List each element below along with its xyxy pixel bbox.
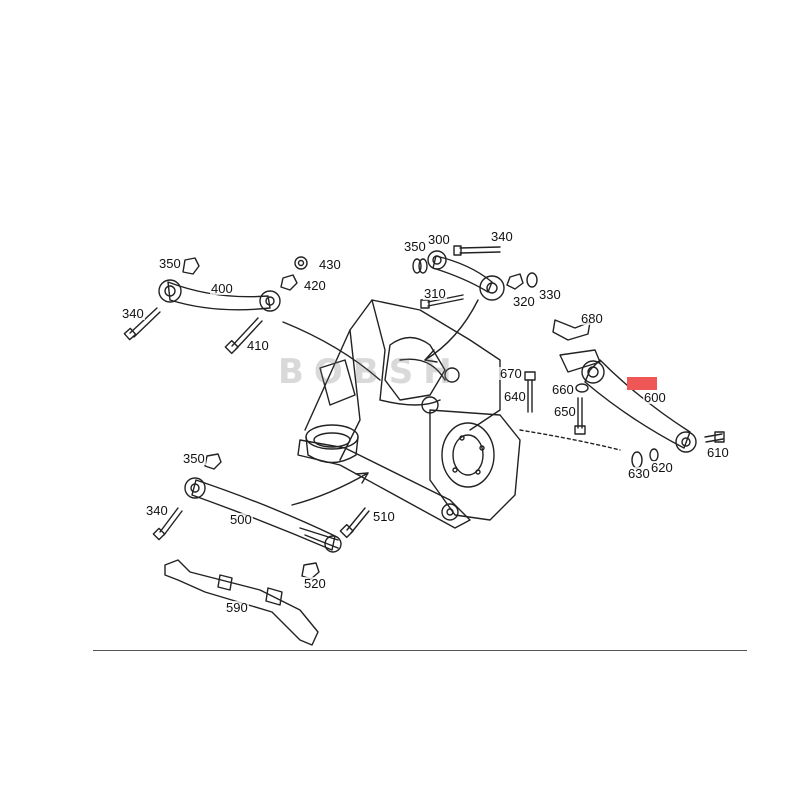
callout-500: 500	[229, 512, 253, 527]
callout-680: 680	[580, 311, 604, 326]
callout-610: 610	[706, 445, 730, 460]
shield-590	[164, 559, 319, 646]
callout-430: 430	[318, 257, 342, 272]
axle-carrier-assembly	[297, 299, 521, 529]
callout-520: 520	[303, 576, 327, 591]
callout-340: 340	[145, 503, 169, 518]
callout-330: 330	[538, 287, 562, 302]
callout-340: 340	[490, 229, 514, 244]
callout-410: 410	[246, 338, 270, 353]
callout-420: 420	[303, 278, 327, 293]
control-arm-300	[412, 245, 538, 363]
callout-510: 510	[372, 509, 396, 524]
callout-630: 630	[627, 466, 651, 481]
callout-350: 350	[403, 239, 427, 254]
watermark: BOBSH	[278, 352, 462, 392]
control-arm-400	[123, 256, 381, 381]
callout-350: 350	[158, 256, 182, 271]
callout-350: 350	[182, 451, 206, 466]
callout-590: 590	[225, 600, 249, 615]
control-arm-500	[152, 453, 370, 580]
bottom-divider	[93, 650, 747, 651]
callout-660: 660	[551, 382, 575, 397]
callout-340: 340	[121, 306, 145, 321]
callout-320: 320	[512, 294, 536, 309]
highlight-box	[627, 377, 657, 390]
callout-300: 300	[427, 232, 451, 247]
callout-670: 670	[499, 366, 523, 381]
callout-620: 620	[650, 460, 674, 475]
control-arm-600	[519, 319, 725, 469]
callout-640: 640	[503, 389, 527, 404]
callout-600: 600	[643, 390, 667, 405]
callout-400: 400	[210, 281, 234, 296]
callout-310: 310	[423, 286, 447, 301]
callout-650: 650	[553, 404, 577, 419]
